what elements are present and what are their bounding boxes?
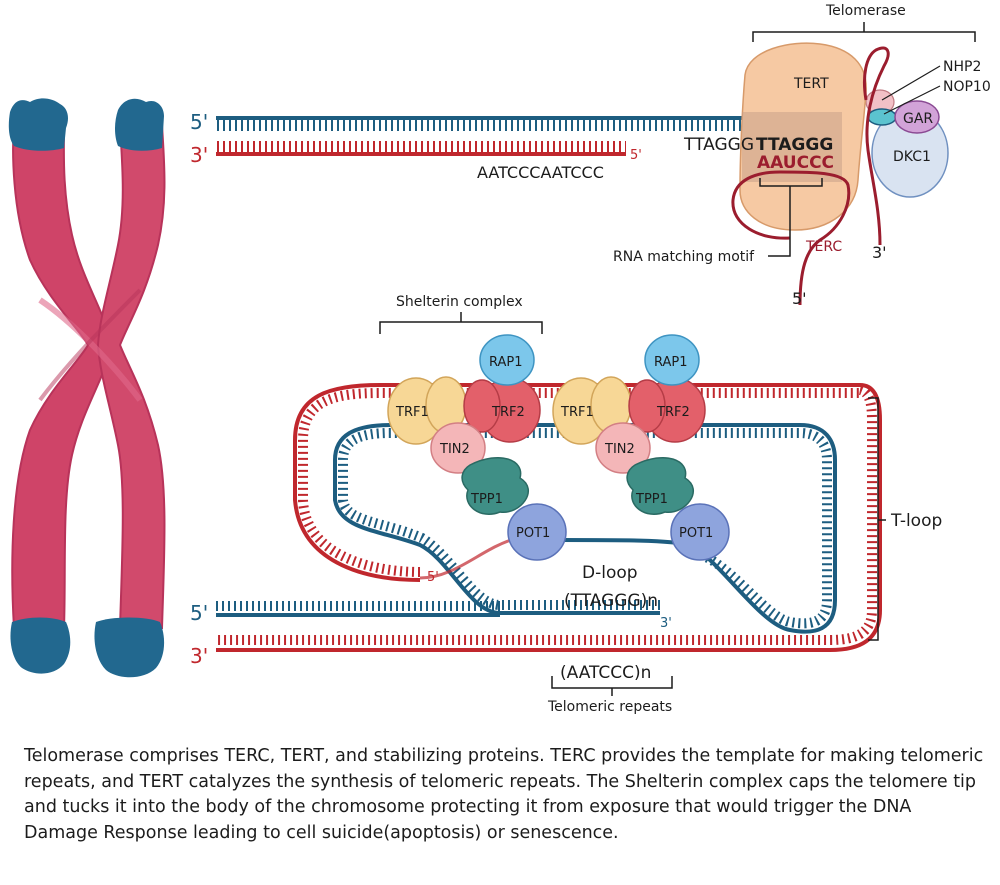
- nhp2-label: NHP2: [943, 59, 981, 75]
- telomerase-title: Telomerase: [825, 3, 906, 19]
- telomeric-repeats-label: Telomeric repeats: [547, 699, 672, 715]
- tpp1-protein: [626, 456, 694, 515]
- chromatid-left: [11, 124, 114, 629]
- seq-ttaggg-bold: TTAGGG: [756, 135, 833, 155]
- nop10-label: NOP10: [943, 79, 991, 95]
- ttaggg-n-label: (TTAGGG)n: [564, 591, 658, 611]
- telomere-diagram: 5' 3' 3' 5' AATCCCAATCCC Telomerase DKC1…: [8, 3, 991, 715]
- t-loop-red-strand: [216, 383, 882, 652]
- telomerase-complex: Telomerase DKC1 GAR TERT TTAGGG TTAGGG A…: [613, 3, 991, 308]
- top-red-5prime-end: 5': [630, 148, 642, 163]
- tin2-protein: [430, 422, 486, 474]
- tpp1-protein: [461, 456, 529, 515]
- tert-label: TERT: [793, 76, 829, 92]
- d-loop-label: D-loop: [582, 563, 638, 583]
- pot1-protein: [670, 503, 730, 561]
- shelterin-complex-1: TRF1 TRF2 RAP1 TIN2 TPP1 POT1: [387, 334, 567, 561]
- loop-red-5prime-end: 5': [427, 570, 439, 585]
- tin2-protein: [595, 422, 651, 474]
- chromosome: [8, 98, 166, 678]
- terc-label: TERC: [805, 239, 842, 255]
- loop-3prime-label: 3': [190, 644, 208, 668]
- dkc1-label: DKC1: [893, 149, 931, 165]
- loop-5prime-label: 5': [190, 601, 208, 625]
- figure-caption: Telomerase comprises TERC, TERT, and sta…: [24, 746, 984, 843]
- trf2-label: TRF2: [656, 405, 690, 420]
- shelterin-title: Shelterin complex: [396, 294, 523, 310]
- trf1-label: TRF1: [560, 405, 594, 420]
- pot1-label: POT1: [679, 526, 713, 541]
- aatccc-n-label: (AATCCC)n: [560, 663, 651, 683]
- terc-3prime-label: 3': [872, 243, 887, 262]
- rap1-label: RAP1: [654, 355, 688, 370]
- telomere-cap-bottom-left: [10, 617, 71, 674]
- rap1-label: RAP1: [489, 355, 523, 370]
- seq-ttaggg-regular: TTAGGG: [683, 135, 754, 155]
- tin2-label: TIN2: [604, 442, 635, 457]
- t-loop-label: T-loop: [890, 511, 942, 531]
- pot1-label: POT1: [516, 526, 550, 541]
- trf2-label: TRF2: [491, 405, 525, 420]
- rap1-protein: [644, 334, 700, 386]
- gar-label: GAR: [903, 111, 933, 127]
- terc-rna: [731, 170, 851, 306]
- chromatid-right: [96, 124, 166, 629]
- top-3prime-label: 3': [190, 143, 208, 167]
- top-dna-duplex: 5' 3' 3' 5' AATCCCAATCCC: [190, 110, 852, 182]
- pot1-protein: [507, 503, 567, 561]
- shelterin-complex-2: TRF1 TRF2 RAP1 TIN2 TPP1 POT1: [552, 334, 730, 561]
- trf1-label: TRF1: [395, 405, 429, 420]
- telomere-cap-bottom-right: [94, 617, 165, 678]
- top-5prime-label: 5': [190, 110, 208, 134]
- rap1-protein: [479, 334, 535, 386]
- rna-motif-label: RNA matching motif: [613, 249, 755, 265]
- tpp1-label: TPP1: [635, 492, 668, 507]
- loop-blue-3prime-end: 3': [660, 616, 672, 631]
- terc-5prime-label: 5': [792, 289, 807, 308]
- gar-protein: [894, 100, 940, 134]
- tin2-label: TIN2: [439, 442, 470, 457]
- t-loop-dna: 5' 3' 3' 5' D-loop (TTAGGG)n (AATCCC)n T…: [190, 294, 942, 715]
- telomere-cap-top-right: [115, 98, 164, 151]
- telomere-cap-top-left: [8, 98, 68, 151]
- complement-sequence: AATCCCAATCCC: [477, 163, 604, 182]
- nop10-protein: [867, 108, 897, 126]
- rna-template-seq: AAUCCC: [757, 153, 834, 173]
- tpp1-label: TPP1: [470, 492, 503, 507]
